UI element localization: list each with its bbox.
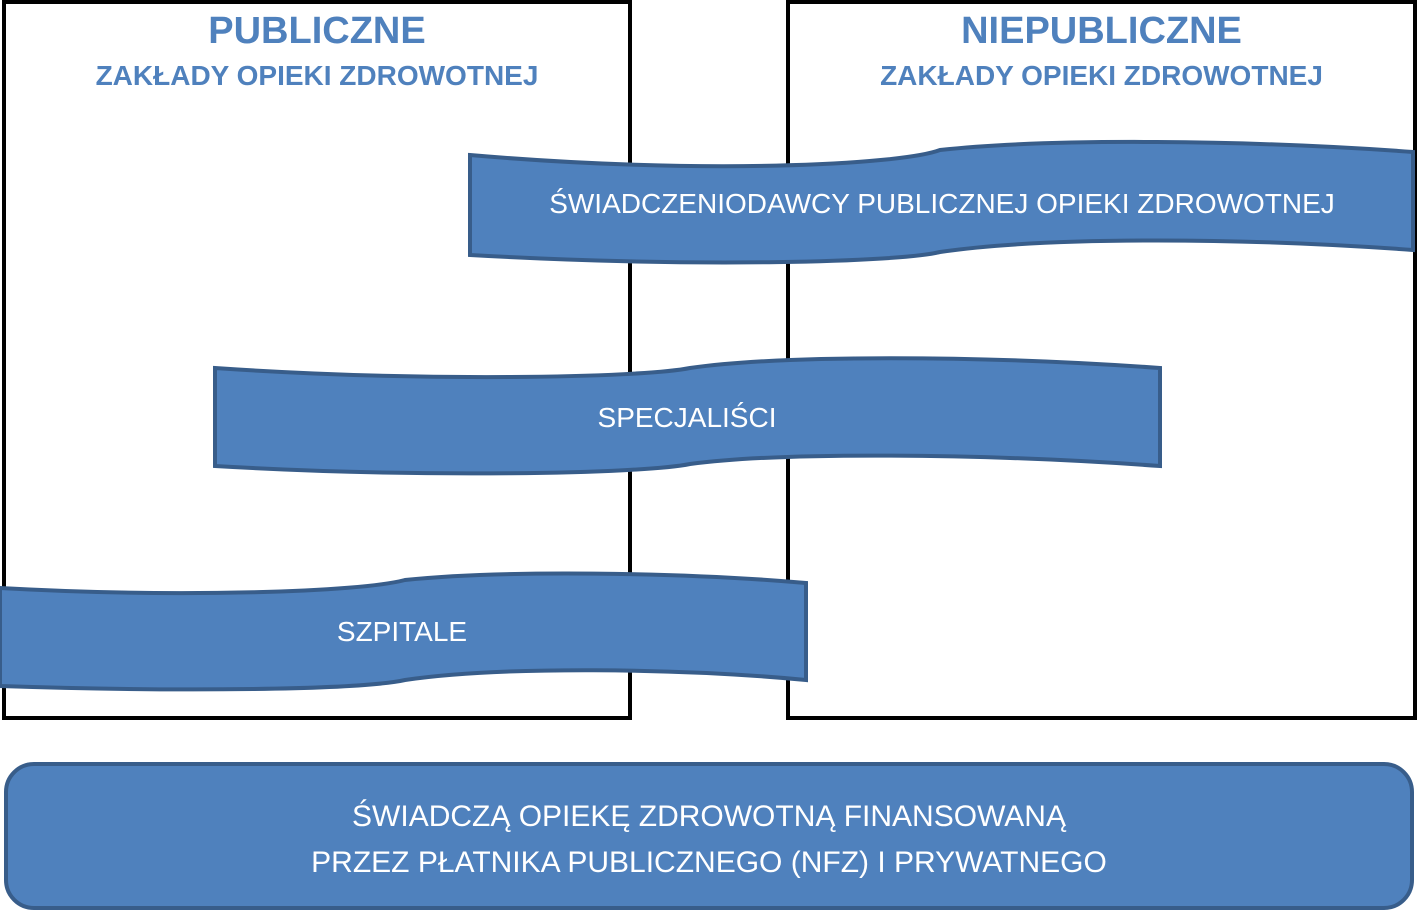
private-panel-title: NIEPUBLICZNE	[961, 10, 1242, 52]
private-panel-subtitle: ZAKŁADY OPIEKI ZDROWOTNEJ	[880, 60, 1323, 91]
banner-hospitals-shape	[0, 571, 808, 692]
private-panel: NIEPUBLICZNE ZAKŁADY OPIEKI ZDROWOTNEJ	[786, 0, 1417, 720]
public-panel-title: PUBLICZNE	[208, 10, 426, 52]
banner-specialists-label: SPECJALIŚCI	[597, 402, 777, 433]
public-panel-subtitle: ZAKŁADY OPIEKI ZDROWOTNEJ	[95, 60, 539, 91]
banner-specialists-shape	[213, 356, 1162, 476]
banner-hospitals-label: SZPITALE	[336, 616, 468, 647]
banner-providers-label: ŚWIADCZENIODAWCY PUBLICZNEJ OPIEKI ZDROW…	[549, 188, 1335, 219]
funding-summary-box: ŚWIADCZĄ OPIEKĘ ZDROWOTNĄ FINANSOWANĄ PR…	[4, 762, 1414, 910]
funding-summary-line-1: ŚWIADCZĄ OPIEKĘ ZDROWOTNĄ FINANSOWANĄ	[352, 800, 1066, 833]
funding-summary-line-2: PRZEZ PŁATNIKA PUBLICZNEGO (NFZ) I PRYWA…	[311, 846, 1107, 879]
banner-providers-shape	[468, 139, 1415, 265]
